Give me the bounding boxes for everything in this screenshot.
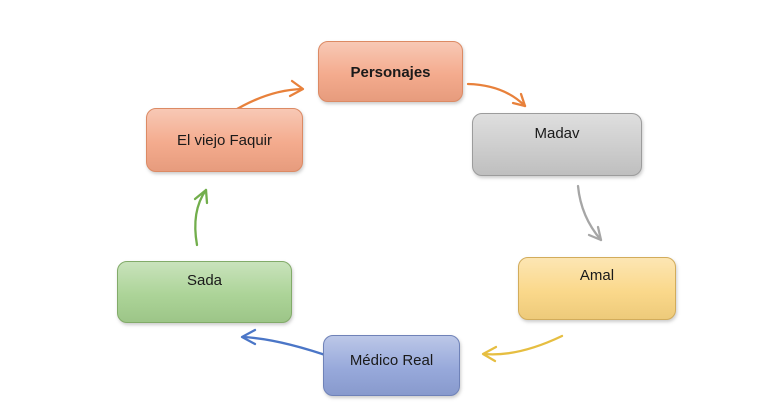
node-personajes[interactable]: Personajes [318, 41, 463, 102]
node-sada-label: Sada [186, 272, 223, 289]
arrow-personajes-to-madav [466, 82, 527, 108]
arrow-madav-to-amal [576, 184, 603, 242]
node-sada[interactable]: Sada [117, 261, 292, 323]
node-el-viejo-faquir-label: El viejo Faquir [176, 132, 273, 149]
node-medico-real[interactable]: Médico Real [323, 335, 460, 396]
node-medico-real-label: Médico Real [349, 352, 434, 369]
arrow-sada-to-el-viejo-faquir [193, 188, 209, 247]
node-madav[interactable]: Madav [472, 113, 642, 176]
node-amal[interactable]: Amal [518, 257, 676, 320]
arrow-line [194, 188, 208, 247]
arrow-line [241, 335, 336, 360]
arrow-head [481, 345, 498, 363]
arrow-head [288, 79, 305, 98]
arrow-head [193, 188, 209, 205]
arrow-line [482, 334, 564, 356]
arrow-head [240, 328, 257, 346]
arrow-line [576, 184, 603, 242]
node-el-viejo-faquir[interactable]: El viejo Faquir [146, 108, 303, 172]
arrow-head [587, 225, 603, 242]
arrow-amal-to-medico-real [481, 334, 564, 363]
node-madav-label: Madav [534, 125, 580, 142]
arrow-head [511, 92, 527, 108]
arrow-line [466, 82, 527, 108]
node-personajes-label: Personajes [350, 64, 431, 81]
arrow-medico-real-to-sada [240, 328, 336, 360]
node-amal-label: Amal [579, 267, 615, 284]
